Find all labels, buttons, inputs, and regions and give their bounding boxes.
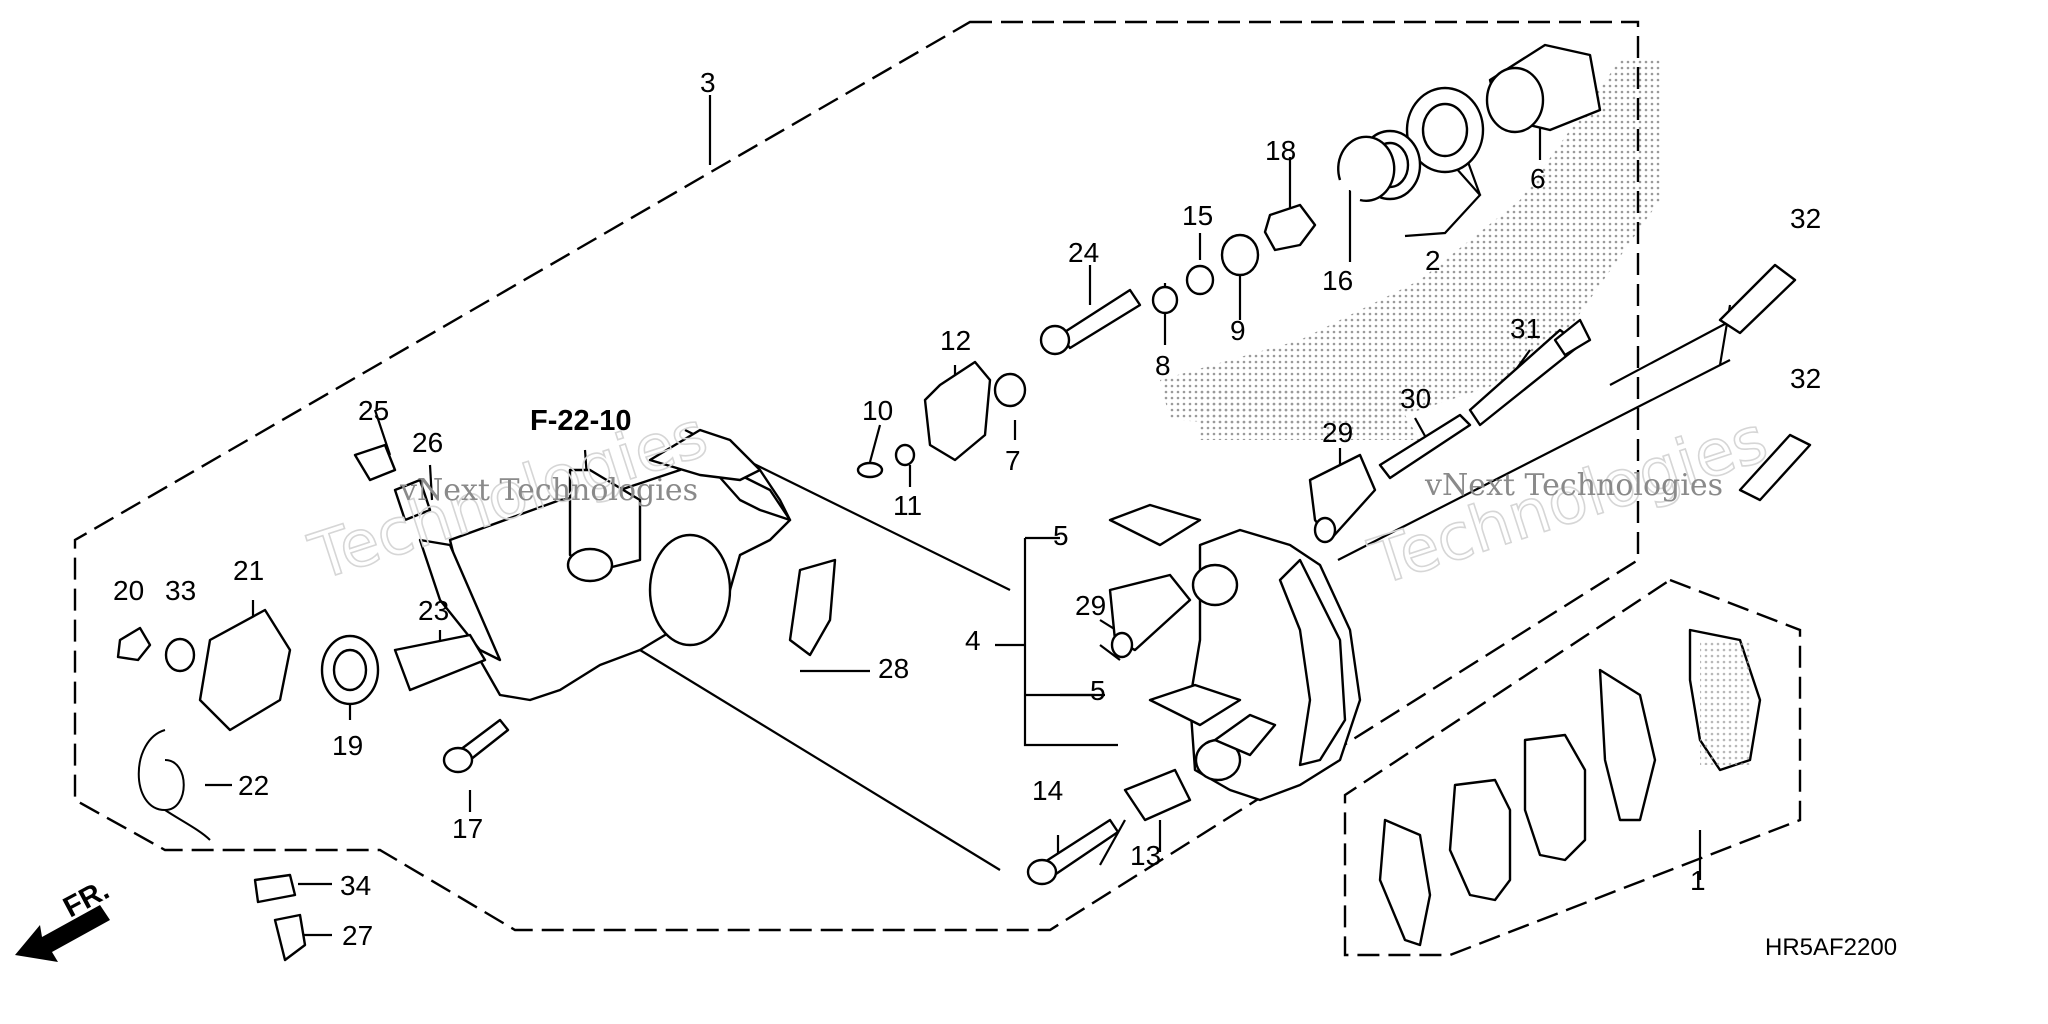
callout-32a: 32 — [1790, 203, 1821, 234]
callout-27: 27 — [342, 920, 373, 951]
callout-9: 9 — [1230, 315, 1246, 346]
callout-20: 20 — [113, 575, 144, 606]
diagram-code: HR5AF2200 — [1765, 934, 1897, 961]
callout-5a: 5 — [1053, 520, 1069, 551]
callout-24: 24 — [1068, 237, 1099, 268]
piston-components-parts — [856, 43, 1602, 479]
callout-7: 7 — [1005, 445, 1021, 476]
pins-and-bolts-parts — [442, 263, 1812, 886]
callout-23: 23 — [418, 595, 449, 626]
callout-3: 3 — [700, 67, 716, 98]
callout-19: 19 — [332, 730, 363, 761]
small-parts — [116, 443, 1242, 962]
callout-29a: 29 — [1075, 590, 1106, 621]
callout-14: 14 — [1032, 775, 1063, 806]
callout-21: 21 — [233, 555, 264, 586]
caliper-assembly-boundary — [73, 20, 1640, 932]
boot-parts — [1108, 453, 1377, 822]
callout-4: 4 — [965, 625, 981, 656]
callout-6: 6 — [1530, 163, 1546, 194]
callout-28: 28 — [878, 653, 909, 684]
front-direction-arrow-icon: FR. — [15, 874, 115, 962]
callout-13: 13 — [1130, 840, 1161, 871]
brake-pads-part — [1378, 628, 1762, 947]
callouts: 1 2 3 4 5 5 6 7 8 9 10 11 12 13 14 15 16… — [113, 67, 1821, 951]
callout-1: 1 — [1690, 865, 1706, 896]
watermark-logo — [1160, 60, 1660, 440]
callout-15: 15 — [1182, 200, 1213, 231]
callout-11: 11 — [893, 490, 922, 521]
callout-8: 8 — [1155, 350, 1171, 381]
callout-5b: 5 — [1090, 675, 1106, 706]
callout-22: 22 — [238, 770, 269, 801]
callout-34: 34 — [340, 870, 371, 901]
callout-33: 33 — [165, 575, 196, 606]
callout-30: 30 — [1400, 383, 1431, 414]
svg-text:vNext Technologies: vNext Technologies — [399, 473, 698, 508]
callout-31: 31 — [1510, 313, 1541, 344]
callout-12: 12 — [940, 325, 971, 356]
pad-set-boundary — [1343, 578, 1802, 957]
caliper-body-part — [418, 428, 792, 702]
callout-32b: 32 — [1790, 363, 1821, 394]
callout-25: 25 — [358, 395, 389, 426]
reference-label: F-22-10 — [530, 405, 632, 437]
caliper-bracket-part — [1188, 528, 1362, 802]
callout-16: 16 — [1322, 265, 1353, 296]
callout-18: 18 — [1265, 135, 1296, 166]
svg-text:vNext Technologies: vNext Technologies — [1424, 468, 1723, 503]
callout-10: 10 — [862, 395, 893, 426]
callout-17: 17 — [452, 813, 483, 844]
callout-26: 26 — [412, 427, 443, 458]
callout-2: 2 — [1425, 245, 1441, 276]
callout-29b: 29 — [1322, 417, 1353, 448]
